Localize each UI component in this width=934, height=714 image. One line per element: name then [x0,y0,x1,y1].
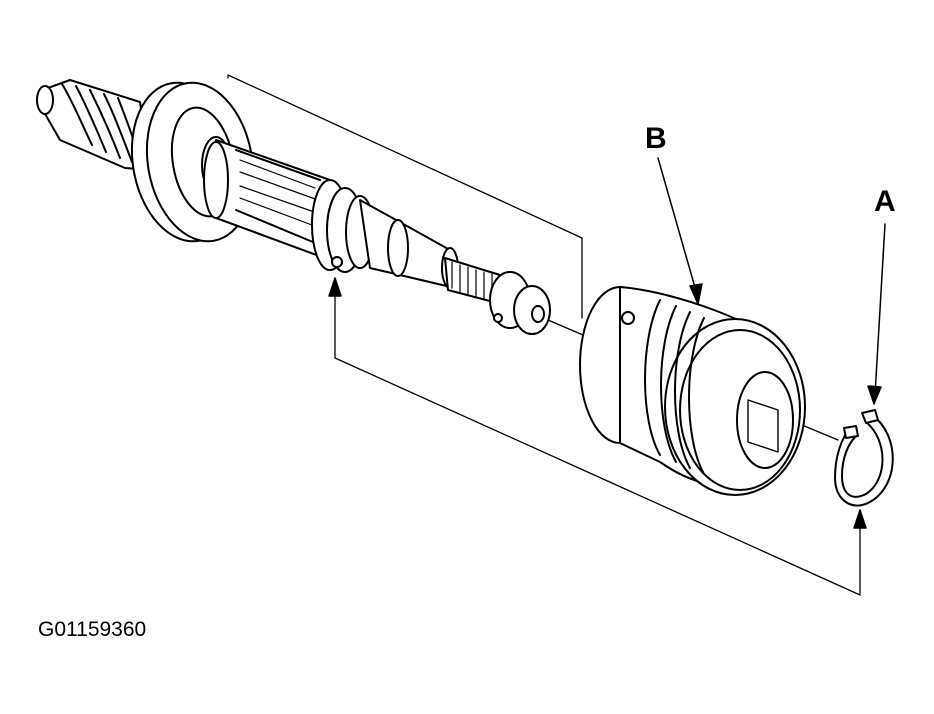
callout-label-b: B [645,122,667,155]
figure-id: G01159360 [38,618,147,641]
callout-label-a: A [874,185,896,218]
pinion-shaft [36,79,551,335]
cylinder-part-b [579,286,806,496]
leader-arrows [328,157,886,529]
snap-ring-part-a [834,409,894,507]
